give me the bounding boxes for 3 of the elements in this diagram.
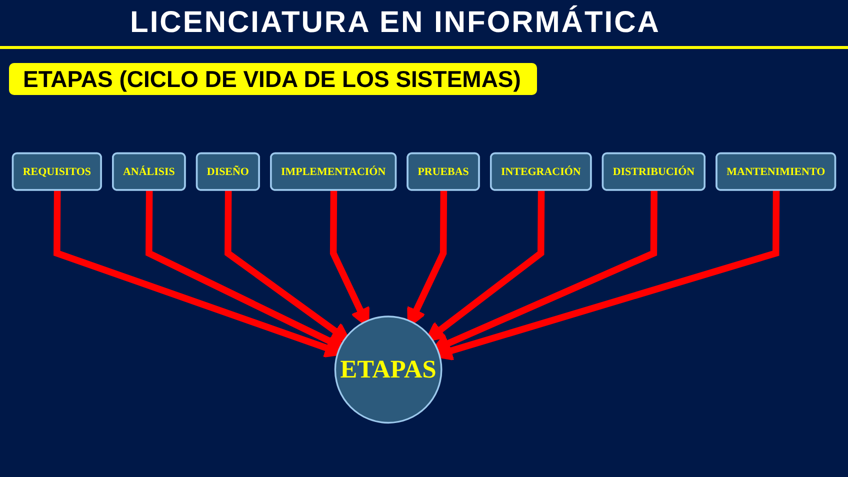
page-title: LICENCIATURA EN INFORMÁTICA bbox=[130, 5, 660, 41]
section-heading: ETAPAS (CICLO DE VIDA DE LOS SISTEMAS) bbox=[9, 63, 537, 95]
node-circle: ETAPAS bbox=[334, 316, 442, 424]
